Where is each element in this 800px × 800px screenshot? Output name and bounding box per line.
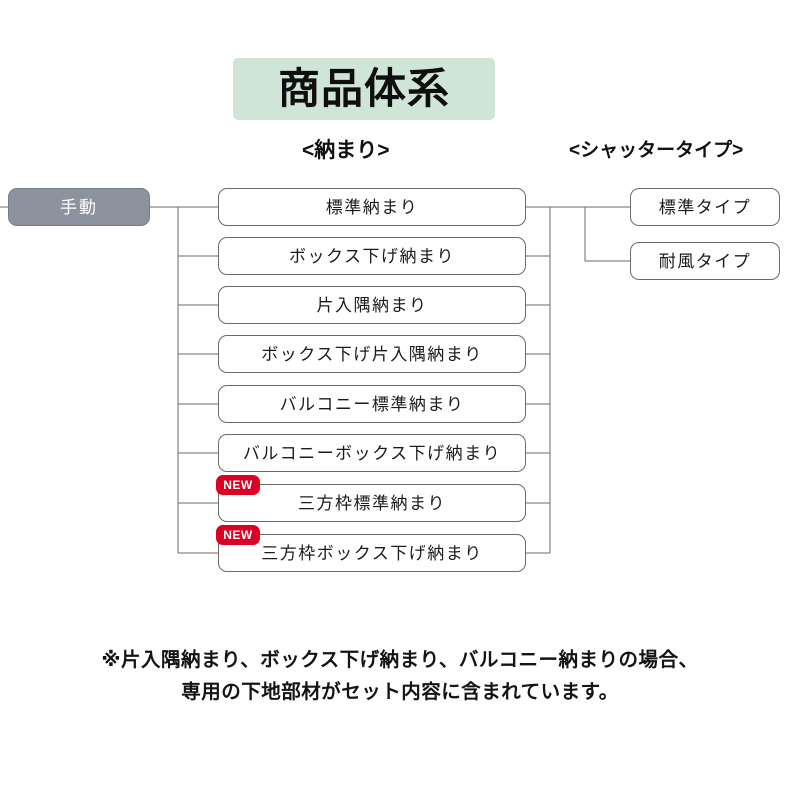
osamari-label-1: 標準納まり bbox=[325, 197, 419, 217]
osamari-box-4[interactable]: ボックス下げ片入隅納まり bbox=[218, 335, 526, 373]
column-header-osamari: <納まり> bbox=[302, 139, 390, 162]
footnote: ※片入隅納まり、ボックス下げ納まり、バルコニー納まりの場合、 専用の下地部材がセ… bbox=[0, 644, 800, 708]
osamari-label-8: 三方枠ボックス下げ納まり bbox=[261, 543, 483, 563]
shutter-box-1[interactable]: 標準タイプ bbox=[630, 188, 780, 226]
shutter-label-1: 標準タイプ bbox=[658, 197, 752, 217]
root-node-manual[interactable]: 手動 bbox=[8, 188, 150, 226]
osamari-label-5: バルコニー標準納まり bbox=[279, 394, 465, 414]
page-title-chip: 商品体系 bbox=[233, 58, 495, 120]
footnote-line-2: 専用の下地部材がセット内容に含まれています。 bbox=[181, 681, 619, 703]
osamari-label-6: バルコニーボックス下げ納まり bbox=[242, 443, 502, 463]
osamari-label-3: 片入隅納まり bbox=[316, 295, 428, 315]
shutter-label-2: 耐風タイプ bbox=[658, 251, 752, 271]
osamari-box-6[interactable]: バルコニーボックス下げ納まり bbox=[218, 434, 526, 472]
footnote-line-1: ※片入隅納まり、ボックス下げ納まり、バルコニー納まりの場合、 bbox=[101, 649, 699, 671]
osamari-box-3[interactable]: 片入隅納まり bbox=[218, 286, 526, 324]
new-badge-icon-8: NEW bbox=[216, 525, 260, 545]
shutter-box-2[interactable]: 耐風タイプ bbox=[630, 242, 780, 280]
osamari-box-5[interactable]: バルコニー標準納まり bbox=[218, 385, 526, 423]
new-badge-label-7: NEW bbox=[223, 478, 253, 492]
root-node-label: 手動 bbox=[60, 197, 98, 217]
column-header-shutter: <シャッタータイプ> bbox=[569, 140, 744, 161]
osamari-box-8[interactable]: 三方枠ボックス下げ納まり bbox=[218, 534, 526, 572]
osamari-label-7: 三方枠標準納まり bbox=[298, 493, 446, 513]
osamari-label-2: ボックス下げ納まり bbox=[289, 246, 455, 266]
osamari-label-4: ボックス下げ片入隅納まり bbox=[261, 344, 483, 364]
new-badge-label-8: NEW bbox=[223, 528, 253, 542]
osamari-box-2[interactable]: ボックス下げ納まり bbox=[218, 237, 526, 275]
osamari-box-1[interactable]: 標準納まり bbox=[218, 188, 526, 226]
page-title: 商品体系 bbox=[277, 65, 450, 112]
new-badge-icon-7: NEW bbox=[216, 475, 260, 495]
osamari-box-7[interactable]: 三方枠標準納まり bbox=[218, 484, 526, 522]
